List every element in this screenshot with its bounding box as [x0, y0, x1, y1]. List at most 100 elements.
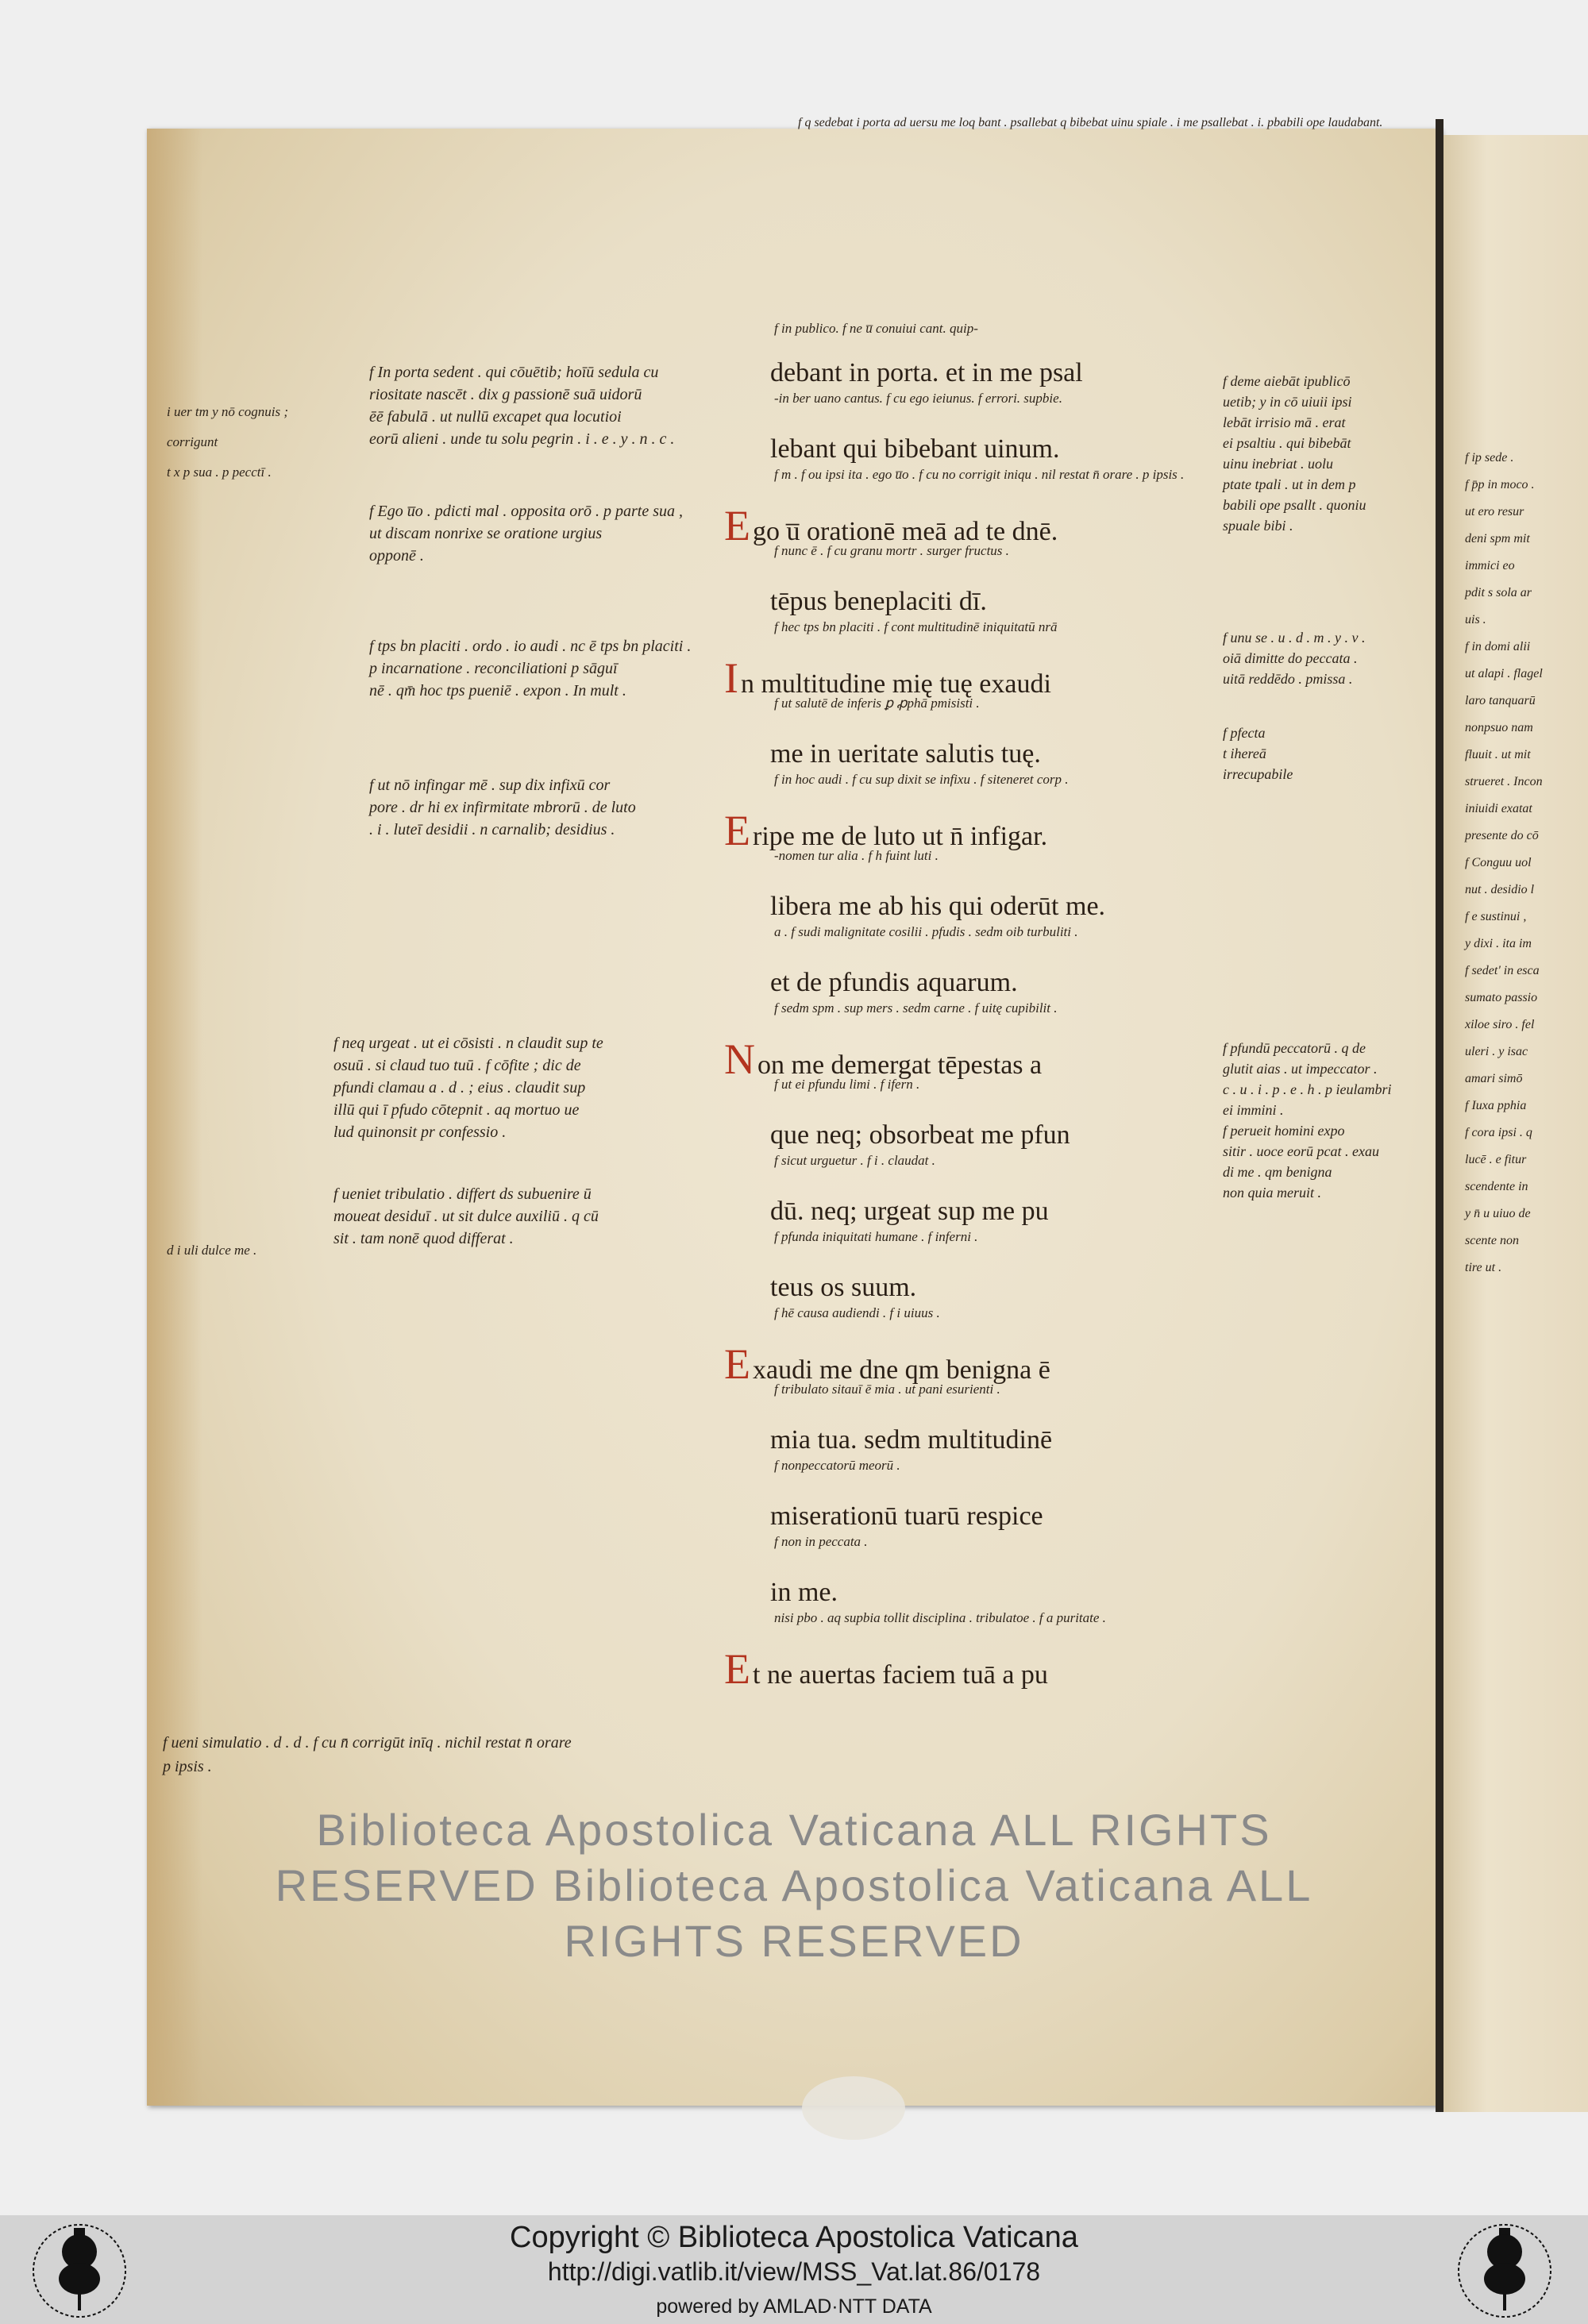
gloss-line: . i . luteī desidii . n carnalib; desidi… [369, 821, 615, 838]
interlinear-gloss: f non in peccata . [774, 1534, 1215, 1550]
outer-margin-gloss: d i uli dulce me . [167, 1239, 310, 1262]
gloss-line: non quia meruit . [1223, 1185, 1321, 1201]
main-text-line: Non me demergat tēpestas a [724, 1038, 1043, 1081]
gloss-line: ut discam nonrixe se oratione urgius [369, 525, 603, 542]
line-text: on me demergat tēpestas a [757, 1050, 1043, 1080]
main-text-line: In multitudine mię tuę exaudi [724, 657, 1051, 700]
gloss-line: ei immini . [1223, 1102, 1284, 1118]
gloss-line: y dixi . ita im [1465, 937, 1532, 950]
gloss-line: riositate nascēt . dix g passionē suā ui… [369, 386, 642, 403]
interlinear-gloss: f in publico. f ne u̅ conuiui cant. quip… [774, 321, 1215, 337]
line-text: xaudi me dne qm benigna ē [753, 1355, 1050, 1385]
powered-by: powered by AMLAD·NTT DATA [656, 2295, 932, 2318]
left-marginal-gloss: f In porta sedent . qui cōuētib; hoīū se… [369, 361, 719, 450]
gloss-line: f Iuxa pphia [1465, 1099, 1527, 1112]
permalink[interactable]: http://digi.vatlib.it/view/MSS_Vat.lat.8… [547, 2257, 1041, 2286]
gloss-line: scendente in [1465, 1180, 1528, 1193]
line-text: t ne auertas faciem tuā a pu [753, 1660, 1048, 1690]
gloss-line: f ip sede . [1465, 451, 1514, 464]
main-text-line: tēpus beneplaciti dī. [770, 586, 987, 618]
left-marginal-gloss: f tps bn placiti . ordo . io audi . nc ē… [369, 635, 719, 702]
gloss-line: uitā reddēdo . pmissa . [1223, 671, 1353, 687]
gloss-line: tire ut . [1465, 1261, 1502, 1274]
gloss-line: pfundi clamau a . d . ; eius . claudit s… [333, 1079, 586, 1096]
interlinear-gloss: f in hoc audi . f cu sup dixit se infixu… [774, 772, 1215, 788]
interlinear-gloss: f m . f ou ipsi ita . ego u̅o . f cu no … [774, 467, 1215, 483]
main-text-line: me in ueritate salutis tuę. [770, 738, 1041, 770]
main-text-line: debant in porta. et in me psal [770, 357, 1083, 389]
interlinear-gloss: f hec tps bn placiti . f cont multitudin… [774, 619, 1215, 635]
gloss-line: fluuit . ut mit [1465, 748, 1531, 761]
copyright-footer: Copyright © Biblioteca Apostolica Vatica… [0, 2215, 1588, 2324]
gloss-line: uleri . y isac [1465, 1045, 1528, 1058]
interlinear-gloss: a . f sudi malignitate cosilii . pfudis … [774, 924, 1215, 940]
gloss-line: lebāt irrisio mā . erat [1223, 414, 1346, 430]
left-marginal-gloss: f neq urgeat . ut ei cōsisti . n claudit… [333, 1032, 719, 1143]
gloss-line: corrigunt [167, 434, 218, 449]
gloss-line: f hec tps bn placiti . f cont multitudin… [774, 619, 1058, 634]
gloss-line: -in ber uano cantus. f cu ego ieiunus. f… [774, 391, 1062, 406]
gloss-line: spuale bibi . [1223, 518, 1293, 534]
line-text: miserationū tuarū respice [770, 1501, 1043, 1531]
left-marginal-gloss: f ut nō infingar mē . sup dix infixū cor… [369, 774, 719, 841]
gloss-line: p incarnatione . reconciliationi p sāguī [369, 660, 618, 677]
gloss-line: f in publico. f ne u̅ conuiui cant. quip… [774, 321, 978, 336]
gloss-line: f neq urgeat . ut ei cōsisti . n claudit… [333, 1035, 603, 1052]
gloss-line: ut ero resur [1465, 505, 1524, 518]
gloss-line: sit . tam nonē quod differat . [333, 1230, 514, 1247]
gloss-line: f ut nō infingar mē . sup dix infixū cor [369, 777, 611, 794]
line-text: debant in porta. et in me psal [770, 358, 1083, 387]
gloss-line: nē . qm̄ hoc tps pueniē . expon . In mul… [369, 682, 626, 700]
gloss-line: f deme aiebāt ipublicō [1223, 373, 1351, 389]
main-text-line: Exaudi me dne qm benigna ē [724, 1343, 1050, 1386]
interlinear-gloss: f tribulato sitauī ē mia . ut pani esuri… [774, 1382, 1215, 1397]
gloss-line: nisi pbo . aq supbia tollit disciplina .… [774, 1610, 1106, 1625]
gloss-line: f In porta sedent . qui cōuētib; hoīū se… [369, 364, 659, 381]
gloss-line: f ut salutē de inferis ꝑ ꝓphā pmisisti . [774, 696, 980, 711]
gloss-line: iniuidi exatat [1465, 802, 1532, 815]
gloss-line: f hē causa audiendi . f i uiuus . [774, 1305, 940, 1320]
gloss-line: f sedet' in esca [1465, 964, 1540, 977]
rubricated-initial: I [724, 654, 738, 702]
line-text: n multitudine mię tuę exaudi [740, 669, 1051, 699]
interlinear-gloss: -in ber uano cantus. f cu ego ieiunus. f… [774, 391, 1215, 407]
gloss-line: ēē fabulā . ut nullū excapet qua locutio… [369, 408, 622, 426]
gloss-line: y n̄ u uiuo de [1465, 1207, 1531, 1220]
gloss-line: f p̄p in moco . [1465, 478, 1535, 491]
gloss-line: t ihereā [1223, 746, 1266, 761]
line-text: in me. [770, 1578, 838, 1607]
line-text: libera me ab his qui oderūt me. [770, 892, 1106, 921]
gloss-line: glutit aias . ut impeccator . [1223, 1061, 1378, 1077]
gloss-line: d i uli dulce me . [167, 1243, 257, 1258]
line-text: ripe me de luto ut n̄ infigar. [753, 822, 1048, 851]
left-marginal-gloss: f Ego u̅o . pdicti mal . opposita orō . … [369, 500, 719, 567]
gloss-line: di me . qm benigna [1223, 1164, 1332, 1180]
gloss-line: f e sustinui , [1465, 910, 1527, 923]
gloss-line: f nunc ē . f cu granu mortr . surger fru… [774, 543, 1009, 558]
gloss-line: f pfundū peccatorū . q de [1223, 1040, 1366, 1056]
interlinear-gloss: -nomen tur alia . f h fuint luti . [774, 848, 1215, 864]
gloss-line: opponē . [369, 547, 424, 565]
line-text: lebant qui bibebant uinum. [770, 434, 1060, 464]
gloss-line: f ueni simulatio . d . d . f cu n̄ corri… [163, 1734, 572, 1752]
gloss-line: nut . desidio l [1465, 883, 1535, 896]
parchment-repair-patch [802, 2076, 905, 2140]
gloss-line: f in domi alii [1465, 640, 1531, 653]
gloss-line: moueat desiduī . ut sit dulce auxiliū . … [333, 1208, 599, 1225]
line-text: dū. neq; urgeat sup me pu [770, 1197, 1049, 1226]
right-marginal-gloss: f unu se . u . d . m . y . v .oiā dimitt… [1223, 627, 1429, 689]
gloss-line: t x p sua . p pecctī . [167, 464, 272, 480]
main-text-line: dū. neq; urgeat sup me pu [770, 1196, 1049, 1228]
gloss-line: osuū . si claud tuo tuū . f cōfite ; dic… [333, 1057, 581, 1074]
gloss-line: eorū alieni . unde tu solu pegrin . i . … [369, 430, 675, 448]
interlinear-gloss: f pfunda iniquitati humane . f inferni . [774, 1229, 1215, 1245]
gloss-line: immici eo [1465, 559, 1515, 572]
gloss-line: f perueit homini expo [1223, 1123, 1345, 1139]
gloss-line: pdit s sola ar [1465, 586, 1532, 599]
interlinear-gloss: f hē causa audiendi . f i uiuus . [774, 1305, 1215, 1321]
copyright-text: Copyright © Biblioteca Apostolica Vatica… [510, 2221, 1078, 2254]
main-text-line: que neq; obsorbeat me pfun [770, 1120, 1070, 1151]
